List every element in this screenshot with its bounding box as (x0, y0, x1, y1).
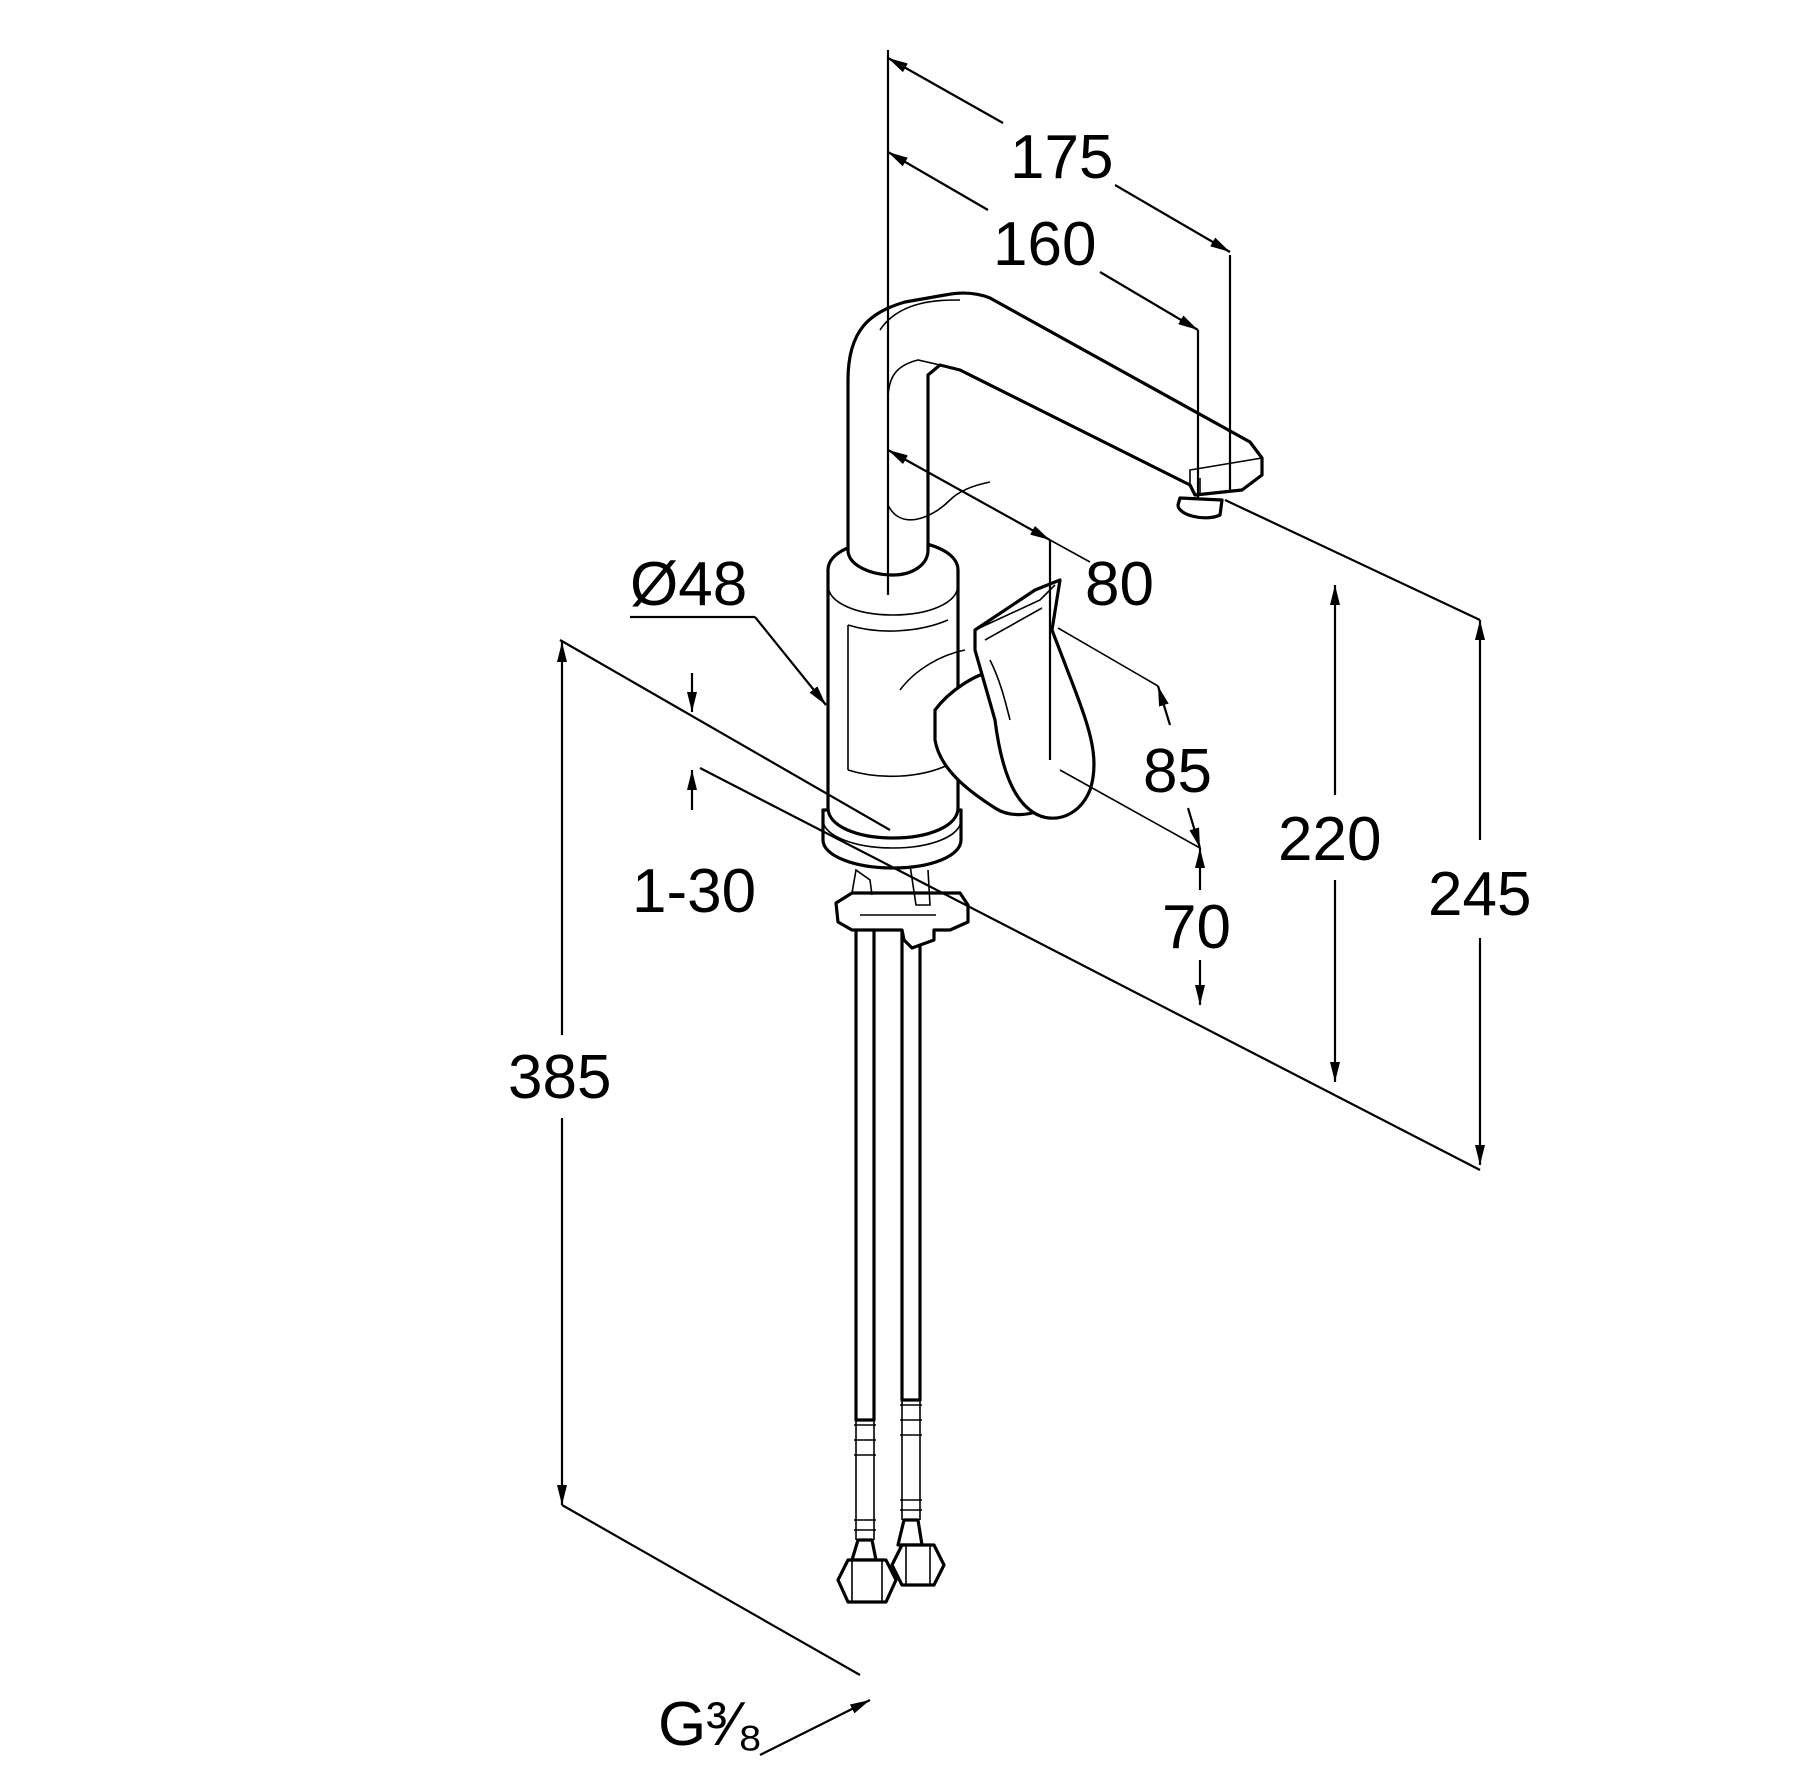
dimension-385-label: 385 (508, 1043, 611, 1112)
dimension-220-label: 220 (1278, 805, 1381, 874)
faucet-illustration (821, 291, 1264, 1604)
dimension-70-label: 70 (1162, 893, 1231, 962)
dimension-1-30-label: 1-30 (632, 857, 756, 926)
spout (846, 291, 1264, 577)
dimension-85-label: 85 (1143, 737, 1212, 806)
supply-hoses (836, 918, 946, 1604)
lever-handle (933, 578, 1096, 820)
dimension-175-label: 175 (1010, 123, 1113, 192)
dimension-245-label: 245 (1428, 860, 1531, 929)
dimension-160-label: 160 (993, 210, 1096, 279)
mixer-body (826, 538, 966, 840)
mounting-bracket (834, 864, 970, 950)
thread-size-label: G³⁄₈ (658, 1690, 763, 1759)
diameter-48-label: Ø48 (630, 550, 747, 619)
dimension-80-label: 80 (1085, 550, 1154, 619)
dimension-labels: 175 160 80 Ø48 85 220 245 1-30 70 385 G³… (508, 123, 1531, 1759)
dimension-lines (557, 50, 1485, 1756)
